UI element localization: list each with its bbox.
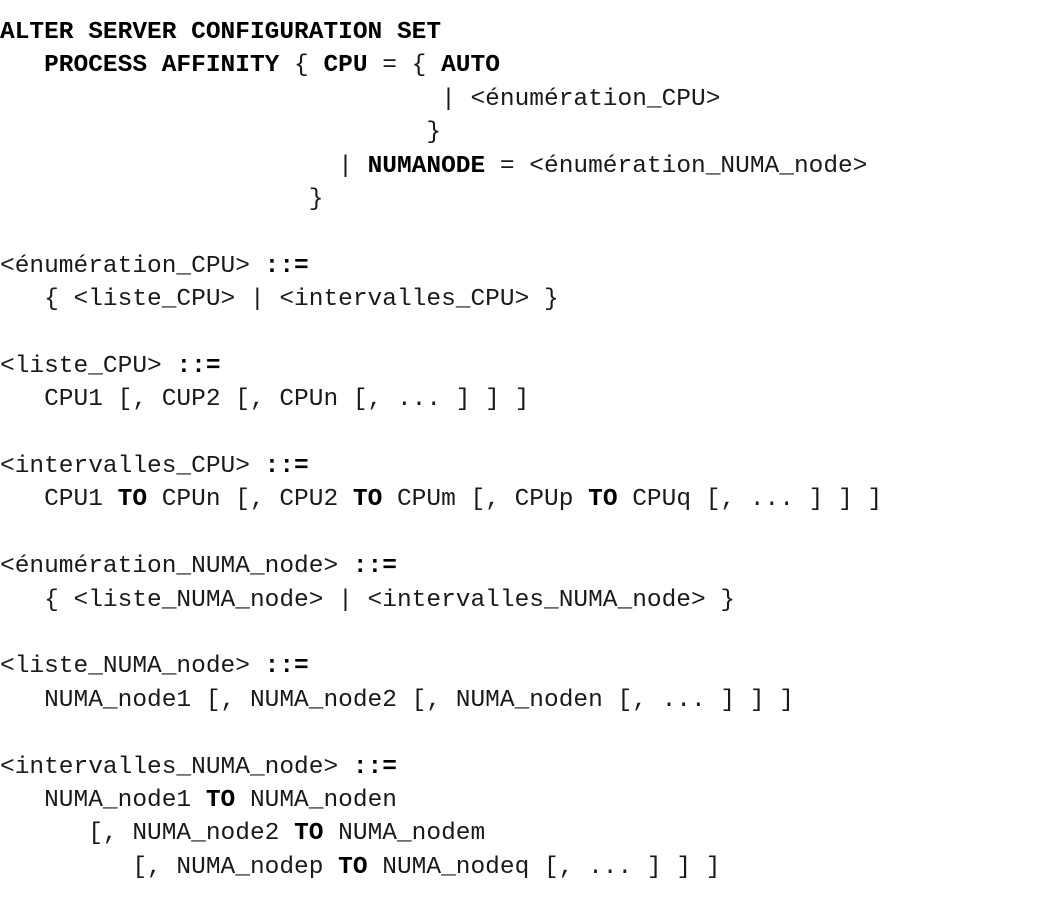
code-line: <énumération_NUMA_node> ::= [0,550,1040,583]
keyword-token: ALTER SERVER CONFIGURATION SET [0,19,442,46]
syntax-text: | [0,152,368,180]
syntax-text: NUMA_nodem [323,820,486,848]
code-line: { <liste_CPU> | <intervalles_CPU> } [0,283,1040,316]
syntax-code-block: ALTER SERVER CONFIGURATION SET PROCESS A… [0,16,1040,884]
syntax-text: | <énumération_CPU> [0,85,721,113]
code-line: [, NUMA_nodep TO NUMA_nodeq [, ... ] ] ] [0,851,1040,884]
syntax-text: NUMA_node1 [, NUMA_node2 [, NUMA_noden [… [0,686,794,714]
code-line: } [0,116,1040,149]
keyword-token: TO [294,820,324,848]
code-line [0,517,1040,550]
keyword-token: TO [205,786,236,814]
code-line [0,317,1040,350]
keyword-token: NUMANODE [367,152,486,180]
keyword-token: ::= [176,352,221,380]
code-line: <liste_NUMA_node> ::= [0,650,1040,683]
code-line: <intervalles_NUMA_node> ::= [0,751,1040,784]
keyword-token: ::= [352,553,397,581]
code-line: PROCESS AFFINITY { CPU = { AUTO [0,49,1040,82]
syntax-text: CPUq [, ... ] ] ] [617,486,883,514]
keyword-token: ::= [264,252,309,280]
code-line: NUMA_node1 [, NUMA_node2 [, NUMA_noden [… [0,684,1040,717]
keyword-token: TO [338,853,368,881]
syntax-text: <énumération_CPU> [0,252,265,280]
syntax-text: NUMA_noden [235,786,397,814]
keyword-token: CPU [323,52,368,80]
syntax-text: CPUn [, CPU2 [147,486,353,514]
syntax-text: } [0,119,442,147]
keyword-token: AUTO [441,52,500,80]
code-line [0,216,1040,249]
code-line: | <énumération_CPU> [0,83,1040,116]
syntax-text: [, NUMA_nodep [0,853,339,881]
code-line [0,617,1040,650]
code-line: <intervalles_CPU> ::= [0,450,1040,483]
code-line: CPU1 [, CUP2 [, CPUn [, ... ] ] ] [0,383,1040,416]
code-line: } [0,183,1040,216]
syntax-text: = { [367,52,442,80]
code-line [0,717,1040,750]
syntax-text: } [0,185,324,213]
code-line: <liste_CPU> ::= [0,350,1040,383]
keyword-token: PROCESS AFFINITY [44,52,280,80]
syntax-text: = <énumération_NUMA_node> [485,152,868,180]
syntax-text: [, NUMA_node2 [0,820,295,848]
code-line: NUMA_node1 TO NUMA_noden [0,784,1040,817]
code-line: <énumération_CPU> ::= [0,250,1040,283]
keyword-token: ::= [264,653,309,681]
syntax-text: CPU1 [0,486,118,514]
syntax-text: <intervalles_NUMA_node> [0,753,353,781]
code-line: | NUMANODE = <énumération_NUMA_node> [0,150,1040,183]
code-line: CPU1 TO CPUn [, CPU2 TO CPUm [, CPUp TO … [0,483,1040,516]
keyword-token: ::= [352,753,397,781]
syntax-text: NUMA_nodeq [, ... ] ] ] [367,853,721,881]
syntax-text: <liste_CPU> [0,352,177,380]
code-line: { <liste_NUMA_node> | <intervalles_NUMA_… [0,584,1040,617]
syntax-text: { <liste_NUMA_node> | <intervalles_NUMA_… [0,586,736,614]
syntax-text: { <liste_CPU> | <intervalles_CPU> } [0,286,559,314]
syntax-text [0,52,44,79]
syntax-text: <intervalles_CPU> [0,453,265,481]
syntax-text: { [279,52,324,80]
keyword-token: TO [352,486,383,514]
syntax-text: CPUm [, CPUp [382,486,589,514]
code-line [0,417,1040,450]
keyword-token: TO [588,486,618,514]
code-line: ALTER SERVER CONFIGURATION SET [0,16,1040,49]
syntax-text: <énumération_NUMA_node> [0,553,353,581]
syntax-text: NUMA_node1 [0,786,206,814]
syntax-text: CPU1 [, CUP2 [, CPUn [, ... ] ] ] [0,386,530,414]
code-line: [, NUMA_node2 TO NUMA_nodem [0,817,1040,850]
syntax-text: <liste_NUMA_node> [0,653,265,681]
keyword-token: ::= [264,453,309,481]
keyword-token: TO [117,486,148,514]
